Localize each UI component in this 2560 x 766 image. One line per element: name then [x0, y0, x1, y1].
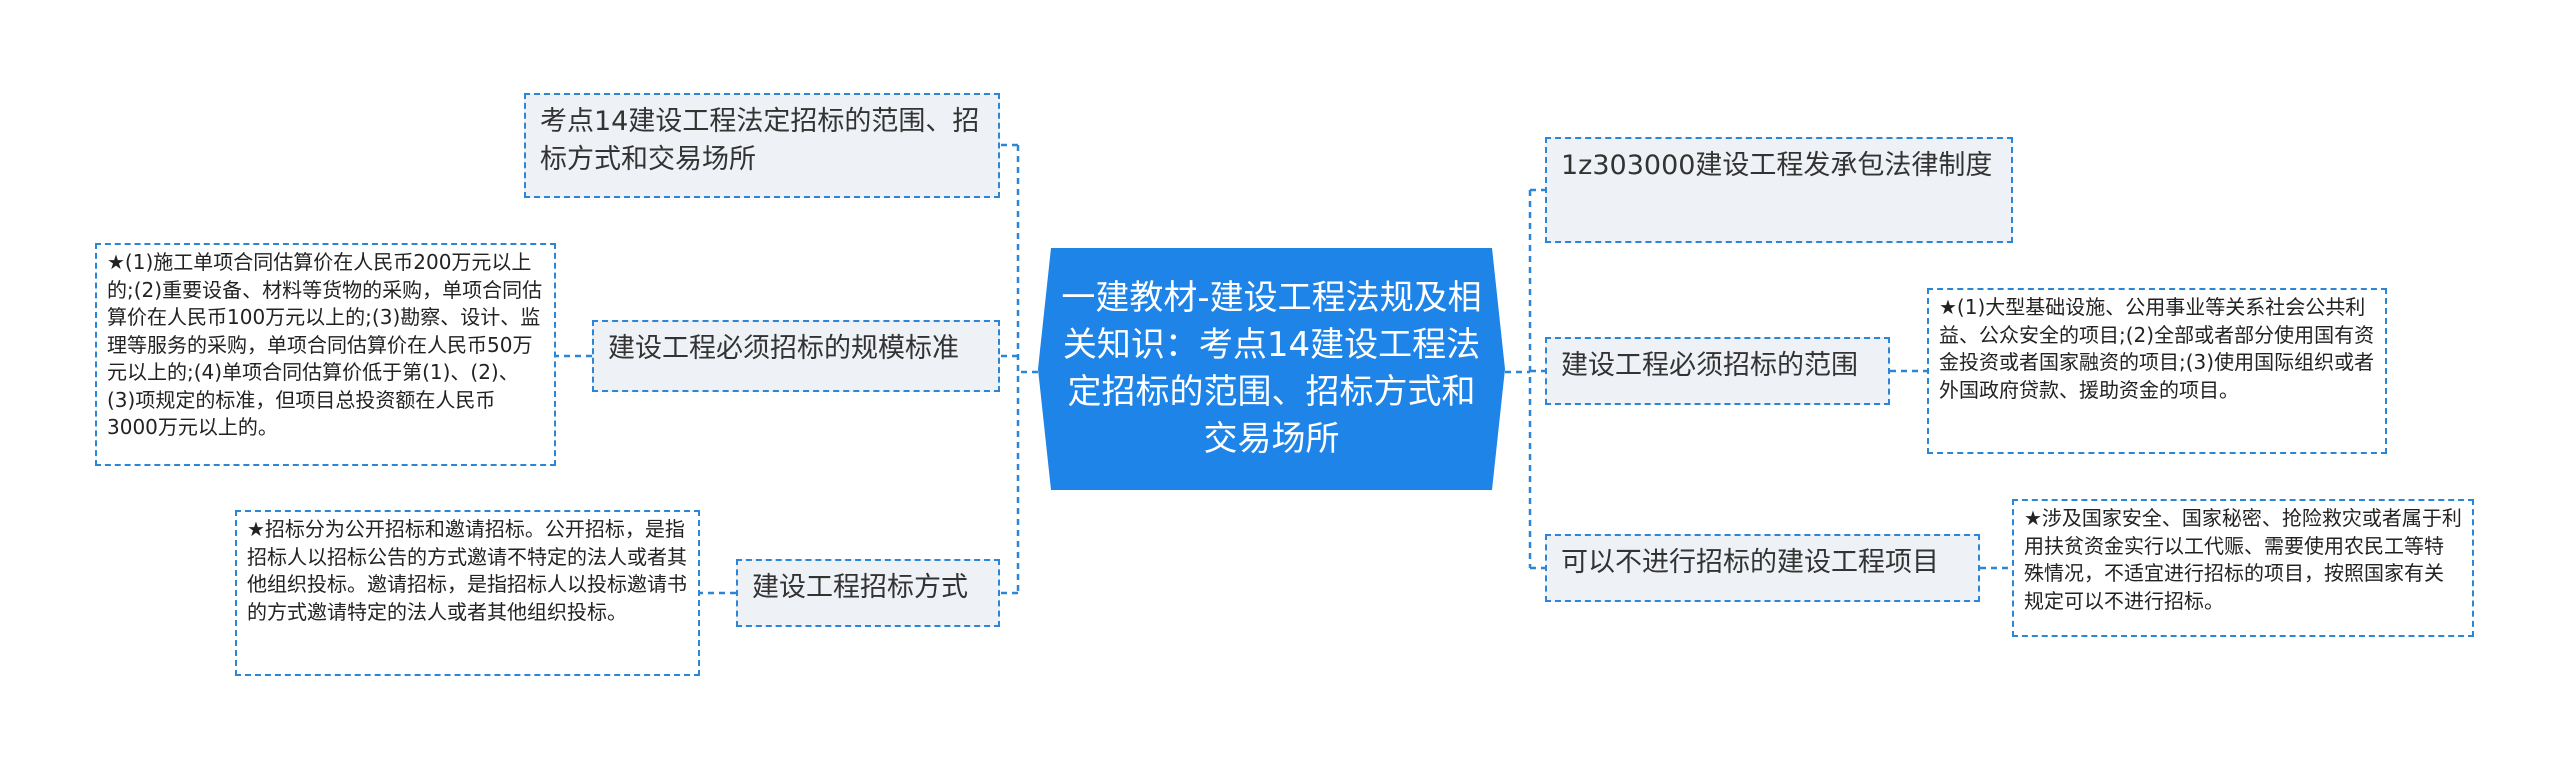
note-bidding-scope: ★(1)大型基础设施、公用事业等关系社会公共利益、公众安全的项目;(2)全部或者…: [1927, 288, 2387, 454]
right-topic-bidding-scope-label: 建设工程必须招标的范围: [1561, 350, 1858, 381]
note-no-bidding-projects-text: ★涉及国家安全、国家秘密、抢险救灾或者属于利用扶贫资金实行以工代赈、需要使用农民…: [2024, 506, 2462, 613]
central-topic-title: 一建教材-建设工程法规及相关知识：考点14建设工程法定招标的范围、招标方式和交易…: [1061, 278, 1482, 459]
central-topic[interactable]: 一建教材-建设工程法规及相关知识：考点14建设工程法定招标的范围、招标方式和交易…: [1038, 248, 1505, 490]
left-topic-bidding-method[interactable]: 建设工程招标方式: [736, 559, 1000, 627]
right-topic-law-system-label: 1z303000建设工程发承包法律制度: [1561, 150, 1993, 181]
left-topic-bidding-method-label: 建设工程招标方式: [752, 572, 968, 603]
right-topic-no-bidding-projects-label: 可以不进行招标的建设工程项目: [1561, 547, 1939, 578]
right-topic-no-bidding-projects[interactable]: 可以不进行招标的建设工程项目: [1545, 534, 1980, 602]
left-topic-exam-point-14-label: 考点14建设工程法定招标的范围、招标方式和交易场所: [540, 106, 980, 175]
note-scale-standard: ★(1)施工单项合同估算价在人民币200万元以上的;(2)重要设备、材料等货物的…: [95, 243, 556, 466]
note-bidding-scope-text: ★(1)大型基础设施、公用事业等关系社会公共利益、公众安全的项目;(2)全部或者…: [1939, 295, 2375, 402]
note-bidding-method: ★招标分为公开招标和邀请招标。公开招标，是指招标人以招标公告的方式邀请不特定的法…: [235, 510, 700, 676]
left-topic-exam-point-14[interactable]: 考点14建设工程法定招标的范围、招标方式和交易场所: [524, 93, 1000, 198]
note-scale-standard-text: ★(1)施工单项合同估算价在人民币200万元以上的;(2)重要设备、材料等货物的…: [107, 250, 543, 439]
right-topic-law-system[interactable]: 1z303000建设工程发承包法律制度: [1545, 137, 2013, 243]
right-topic-bidding-scope[interactable]: 建设工程必须招标的范围: [1545, 337, 1890, 405]
left-topic-scale-standard-label: 建设工程必须招标的规模标准: [608, 333, 959, 364]
note-no-bidding-projects: ★涉及国家安全、国家秘密、抢险救灾或者属于利用扶贫资金实行以工代赈、需要使用农民…: [2012, 499, 2474, 637]
note-bidding-method-text: ★招标分为公开招标和邀请招标。公开招标，是指招标人以招标公告的方式邀请不特定的法…: [247, 517, 687, 624]
left-topic-scale-standard[interactable]: 建设工程必须招标的规模标准: [592, 320, 1000, 392]
